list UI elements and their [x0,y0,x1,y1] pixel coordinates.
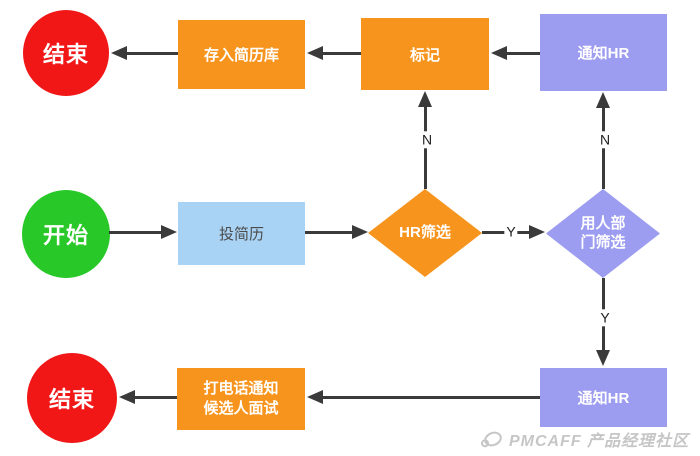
arrowhead-dept-to-notify-top [596,92,610,108]
call-candidate-label: 打电话通知候选人面试 [203,379,279,417]
edge-submit-to-hr [305,231,353,234]
edge-label-dept-no: N [597,131,613,149]
edge-label-hr-no: N [419,131,435,149]
dept-screening-label: 用人部门筛选 [580,214,626,251]
node-mark: 标记 [361,18,489,90]
arrowhead-notify-to-call [307,390,323,404]
node-notify-hr-top: 通知HR [540,14,667,91]
node-notify-hr-bottom: 通知HR [540,368,667,427]
edge-call-to-end [135,396,177,399]
edge-notify-to-mark [507,52,540,55]
arrowhead-dept-to-notify-bottom [596,350,610,366]
watermark-text: PMCAFF 产品经理社区 [509,433,690,450]
edge-notify-to-call [323,396,540,399]
edge-label-dept-yes: Y [598,309,612,327]
arrowhead-submit-to-hr [352,225,368,239]
arrowhead-mark-to-store [307,46,323,60]
arrowhead-call-to-end [119,390,135,404]
edge-store-to-end [127,52,178,55]
node-submit-resume: 投简历 [178,202,305,265]
node-call-candidate: 打电话通知候选人面试 [177,368,305,430]
node-dept-screening: 用人部门筛选 [546,189,660,278]
arrowhead-store-to-end [111,46,127,60]
node-start: 开始 [22,190,110,278]
edge-start-to-submit [109,231,162,234]
arrowhead-start-to-submit [161,225,177,239]
node-hr-screening: HR筛选 [368,189,482,277]
hr-screening-label: HR筛选 [399,223,451,241]
node-store-resume: 存入简历库 [178,20,305,89]
node-end-top: 结束 [23,10,109,96]
watermark: PMCAFF 产品经理社区 [482,427,690,451]
pmcaff-cup-icon [482,429,504,449]
arrowhead-notify-to-mark [491,46,507,60]
edge-mark-to-store [323,52,361,55]
node-end-bottom: 结束 [27,353,117,443]
edge-label-hr-yes: Y [504,223,518,241]
arrowhead-hr-to-dept [529,225,545,239]
arrowhead-hr-to-mark [418,91,432,107]
